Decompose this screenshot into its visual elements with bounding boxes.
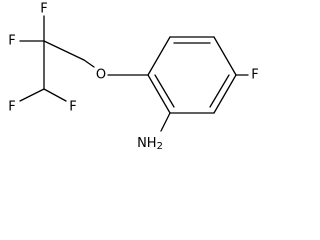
fluorine-c2-left-label: F (8, 34, 15, 49)
amine-subscript-text: 2 (157, 141, 163, 152)
amine-label: NH2 (137, 136, 163, 152)
benzene-ring (147, 36, 237, 114)
fluorine-c3-right-label: F (69, 100, 76, 115)
ring-bond-c6-c1 (147, 74, 171, 114)
fluorine-c2-upper-label: F (40, 2, 47, 17)
fluorine-ring-label: F (251, 68, 258, 83)
ring-bond-c6-c1-inner (154, 74, 175, 108)
fluorine-c3-left-label: F (8, 100, 15, 115)
amine-nh-text: NH (137, 136, 157, 151)
bond-ch2-cf2 (43, 40, 85, 61)
bond-oxygen-ch2 (83, 59, 95, 68)
ring-bond-c1-c2 (147, 36, 171, 76)
bond-chf2-f-left (19, 88, 45, 102)
tetrafluoropropyl-chain (19, 15, 95, 102)
ring-bond-c4-c5-inner (209, 74, 230, 108)
ring-bond-c4-c5 (213, 74, 237, 114)
molecule-structure-diagram: F O NH2 F F F F (8, 2, 258, 152)
oxygen-label: O (96, 68, 106, 83)
ring-bond-c3-c4 (213, 36, 237, 76)
bond-c6-amine (160, 112, 171, 132)
bond-chf2-f-right (43, 88, 67, 102)
